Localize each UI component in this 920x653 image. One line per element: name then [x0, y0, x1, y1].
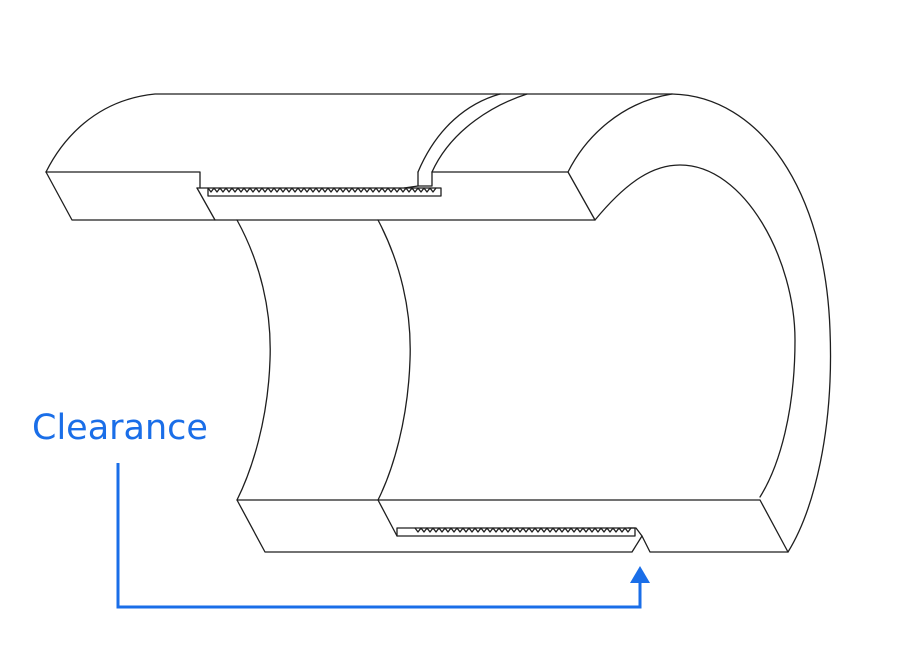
outer-end-arc [671, 93, 832, 553]
clearance-notch [627, 527, 643, 537]
inner-end-arc [594, 164, 796, 498]
inner-pipe-left-arc [236, 219, 271, 501]
clearance-arrowhead [630, 566, 650, 583]
top-wall-left-face [45, 171, 216, 221]
bottom-thread-teeth [414, 527, 632, 533]
bottom-wall-inner-seam [377, 499, 398, 537]
clearance-callout: Clearance [32, 408, 650, 609]
top-wall-inner-step [417, 171, 433, 187]
top-thread-step [403, 185, 419, 189]
end-face-top-curve [567, 93, 673, 173]
top-wall-top-line [45, 171, 201, 189]
bottom-thread-groove [396, 527, 636, 537]
top-wall-right-section [196, 171, 596, 221]
outer-top-arc-seam [417, 93, 501, 173]
outer-top-arc-seam-inner [431, 93, 528, 173]
outer-top-arc-left [45, 93, 501, 173]
bottom-wall-section [236, 499, 789, 553]
drawing-lines [45, 93, 832, 553]
inner-pipe-right-arc [377, 219, 411, 501]
clearance-leader-line [116, 463, 642, 609]
top-thread-groove [196, 187, 442, 197]
top-thread-teeth [207, 187, 437, 193]
clearance-label: Clearance [32, 408, 208, 448]
